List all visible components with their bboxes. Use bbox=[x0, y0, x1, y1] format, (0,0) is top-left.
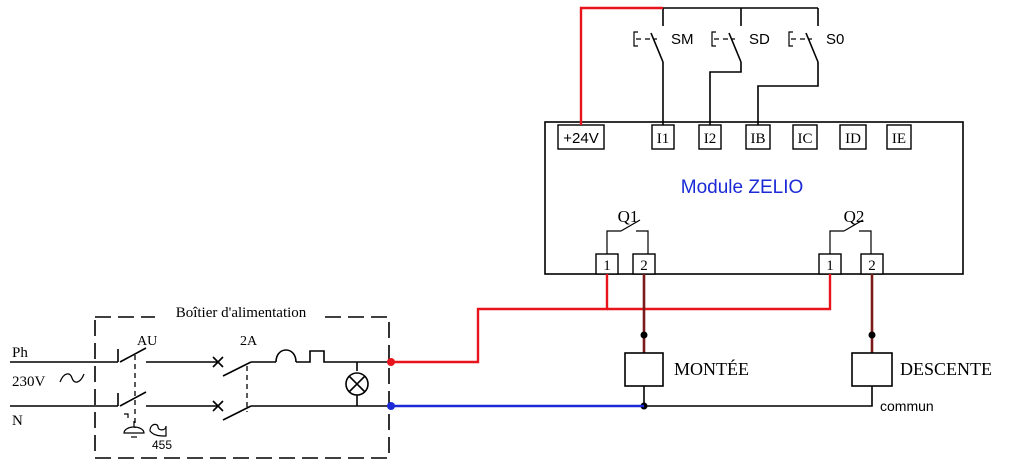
relay-q2-contact-right bbox=[859, 230, 872, 254]
neutral-label: N bbox=[12, 413, 23, 429]
ac-wave-icon bbox=[59, 373, 85, 383]
au-lock-mark bbox=[124, 413, 129, 418]
load-descente bbox=[851, 352, 893, 387]
switch-sd-blade bbox=[728, 32, 742, 63]
supply-box-title-bg bbox=[155, 303, 323, 323]
junction-montee bbox=[640, 331, 648, 339]
au-label: AU bbox=[137, 334, 157, 349]
relay-q2-label: Q2 bbox=[844, 207, 865, 226]
switch-s0-bottom bbox=[757, 62, 819, 125]
wire-descente-common bbox=[644, 386, 873, 407]
code-label: 455 bbox=[152, 438, 172, 452]
phase-output-terminal bbox=[387, 358, 395, 366]
switch-s0-label: S0 bbox=[826, 31, 844, 48]
relay-q2-contact bbox=[829, 230, 844, 254]
relay-q2-terminal-2-label: 2 bbox=[868, 258, 876, 274]
relay-q1-terminal-2-label: 2 bbox=[640, 258, 648, 274]
breaker-phase-blade bbox=[222, 361, 252, 377]
voltage-label: 230V bbox=[12, 374, 46, 390]
module-title: Module ZELIO bbox=[681, 177, 804, 198]
supply-box: Boîtier d'alimentation Ph 230V N AU 455 … bbox=[10, 303, 395, 459]
au-neutral-blade bbox=[119, 391, 147, 407]
load-descente-label: DESCENTE bbox=[900, 359, 992, 379]
terminal-i2-label: I2 bbox=[704, 131, 717, 147]
indicator-lamp-cross bbox=[348, 375, 366, 393]
relay-q2-blade bbox=[843, 219, 864, 232]
load-montee bbox=[624, 352, 664, 387]
terminal-ib-label: IB bbox=[751, 131, 766, 147]
relay-q1-contact bbox=[606, 230, 621, 254]
module-box bbox=[544, 121, 964, 275]
wire-phase-to-q1 bbox=[391, 274, 609, 364]
breaker-label: 2A bbox=[240, 334, 258, 349]
relay-q1-terminal-1-label: 1 bbox=[603, 258, 611, 274]
relay-q1-label: Q1 bbox=[618, 207, 639, 226]
terminal-ic bbox=[792, 124, 818, 150]
push-switches: SM SD S0 bbox=[633, 7, 844, 125]
key-lock-icon bbox=[149, 423, 167, 437]
terminal-ic-label: IC bbox=[798, 131, 813, 147]
switch-sd-bottom bbox=[709, 62, 742, 125]
phase-label: Ph bbox=[12, 345, 28, 361]
relay-q2-terminal-1-label: 1 bbox=[826, 258, 834, 274]
terminal-ie-label: IE bbox=[892, 131, 906, 147]
wire-24v-supply bbox=[579, 6, 663, 125]
neutral-output-terminal bbox=[387, 402, 395, 410]
zelio-module: Module ZELIO +24V I1 I2 IB IC ID IE Q1 1… bbox=[544, 121, 964, 275]
switch-sm-label: SM bbox=[671, 31, 694, 48]
neutral-cross-mark bbox=[212, 400, 224, 412]
phase-cross-mark bbox=[212, 356, 224, 368]
supply-box-title: Boîtier d'alimentation bbox=[176, 305, 307, 321]
switch-sm-actuator bbox=[633, 31, 638, 47]
au-phase-blade bbox=[119, 347, 147, 363]
terminal-id-label: ID bbox=[845, 131, 861, 147]
junction-descente bbox=[868, 331, 876, 339]
switch-sm-blade bbox=[650, 32, 664, 63]
magnetic-trip-icon bbox=[296, 350, 340, 363]
load-montee-label: MONTÉE bbox=[674, 358, 749, 379]
terminal-ie bbox=[886, 124, 912, 150]
common-label: commun bbox=[880, 398, 934, 414]
terminal-id bbox=[839, 124, 867, 150]
relay-q1-blade bbox=[620, 219, 641, 232]
switch-s0-blade bbox=[805, 32, 819, 63]
wire-q1-to-q2 bbox=[607, 274, 832, 311]
switch-sd-actuator bbox=[711, 31, 716, 47]
switch-sd-label: SD bbox=[749, 31, 770, 48]
switch-s0-actuator bbox=[788, 31, 793, 47]
emergency-stop-icon bbox=[123, 426, 145, 434]
relay-q1-contact-right bbox=[636, 230, 649, 254]
breaker-neutral-blade bbox=[222, 405, 252, 421]
thermal-trip-icon bbox=[275, 349, 297, 363]
terminal-i1-label: I1 bbox=[657, 131, 670, 147]
terminal-24v-label: +24V bbox=[563, 130, 598, 147]
terminal-ib bbox=[745, 124, 771, 150]
